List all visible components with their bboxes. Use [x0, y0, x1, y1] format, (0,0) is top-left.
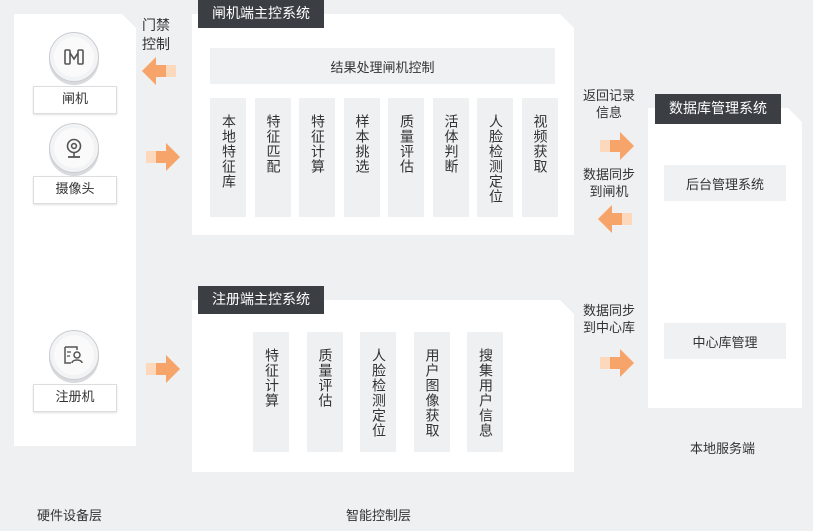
- module-register_system-3[interactable]: 用户图像获取: [413, 332, 450, 452]
- module-label: 样本挑选: [353, 114, 370, 174]
- module-gate_system-7[interactable]: 视频获取: [521, 98, 558, 217]
- module-register_system-0[interactable]: 特征计算: [253, 332, 289, 452]
- module-gate_system-4[interactable]: 质量评估: [388, 98, 424, 217]
- module-label: 质量评估: [398, 114, 414, 174]
- arrow-camera-to-gate: [146, 143, 180, 171]
- center-library-box[interactable]: 中心库管理: [664, 323, 786, 359]
- module-label: 搜集用户信息: [477, 348, 493, 438]
- arrow-sync-gate: [598, 205, 632, 233]
- module-label: 本地特征库: [220, 114, 236, 189]
- module-label: 特征计算: [263, 348, 279, 408]
- db-system-panel: [648, 108, 802, 408]
- return-record-line1: 返回记录: [583, 89, 636, 104]
- arrow-sync-center: [600, 349, 634, 377]
- module-label: 用户图像获取: [423, 348, 440, 438]
- result-processing-box: 结果处理闸机控制: [210, 48, 555, 84]
- device-gate[interactable]: [38, 32, 110, 82]
- control-layer-label: 智能控制层: [346, 509, 412, 524]
- gate-system-title: 闸机端主控系统: [198, 0, 324, 28]
- sync-gate-label: 数据同步 到闸机: [583, 167, 635, 201]
- arrow-register-to-system: [146, 355, 180, 383]
- local-server-label: 本地服务端: [690, 442, 756, 457]
- module-register_system-4[interactable]: 搜集用户信息: [467, 332, 503, 452]
- module-register_system-2[interactable]: 人脸检测定位: [360, 332, 396, 452]
- sync-center-line2: 到中心库: [583, 321, 636, 336]
- module-label: 特征计算: [309, 114, 325, 174]
- module-register_system-1[interactable]: 质量评估: [306, 332, 343, 452]
- device-label-gate: 闸机: [33, 86, 117, 114]
- arrow-return-record: [600, 132, 634, 160]
- return-record-label: 返回记录 信息: [583, 88, 635, 122]
- gate-control-line1: 门禁: [142, 18, 170, 34]
- sync-center-label: 数据同步 到中心库: [583, 303, 635, 337]
- module-label: 特征匹配: [264, 114, 281, 174]
- gate-control-label: 门禁 控制: [142, 17, 170, 55]
- turnstile-icon: [49, 32, 99, 82]
- device-label-register: 注册机: [33, 384, 117, 412]
- module-gate_system-6[interactable]: 人脸检测定位: [477, 98, 513, 217]
- module-label: 人脸检测定位: [487, 114, 503, 204]
- sync-center-line1: 数据同步: [583, 304, 636, 319]
- module-gate_system-0[interactable]: 本地特征库: [210, 98, 246, 217]
- hardware-layer-label: 硬件设备层: [37, 509, 103, 524]
- sync-gate-line1: 数据同步: [583, 168, 636, 183]
- register-machine-icon: [49, 330, 99, 380]
- device-register[interactable]: [38, 330, 110, 380]
- sync-gate-line2: 到闸机: [589, 185, 629, 200]
- module-gate_system-3[interactable]: 样本挑选: [343, 98, 380, 217]
- device-camera[interactable]: [38, 123, 110, 173]
- db-system-title: 数据库管理系统: [655, 94, 781, 124]
- module-label: 活体判断: [442, 114, 459, 174]
- module-gate_system-1[interactable]: 特征匹配: [254, 98, 291, 217]
- backend-management-box[interactable]: 后台管理系统: [664, 165, 786, 201]
- module-label: 质量评估: [316, 348, 333, 408]
- module-label: 视频获取: [531, 114, 548, 174]
- device-label-camera: 摄像头: [33, 176, 117, 204]
- module-label: 人脸检测定位: [370, 348, 386, 438]
- camera-icon: [49, 123, 99, 173]
- gate-control-line2: 控制: [142, 37, 170, 53]
- register-system-title: 注册端主控系统: [198, 286, 324, 314]
- return-record-line2: 信息: [596, 106, 623, 121]
- module-gate_system-5[interactable]: 活体判断: [432, 98, 469, 217]
- module-gate_system-2[interactable]: 特征计算: [299, 98, 335, 217]
- arrow-gate-control: [142, 57, 176, 85]
